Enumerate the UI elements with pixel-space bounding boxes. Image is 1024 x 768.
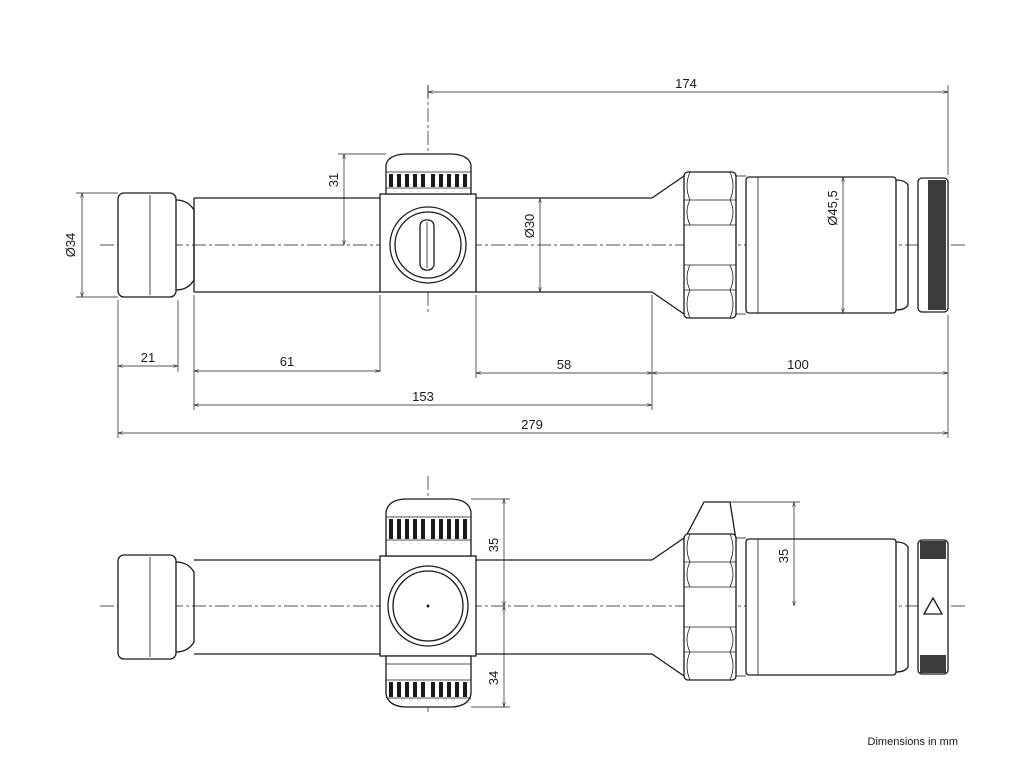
dim-100: 100 (652, 357, 948, 373)
dim-label-34-b: 34 (486, 671, 501, 685)
dim-35-top-turret: 35 (471, 498, 510, 606)
dim-58: 58 (476, 357, 652, 373)
dim-label-61: 61 (280, 354, 294, 369)
dim-174: 174 (427, 76, 949, 175)
main-tube (193, 197, 652, 293)
side-eyepiece (117, 554, 195, 660)
dim-153: 153 (194, 389, 652, 405)
dim-35-lever: 35 (730, 501, 800, 606)
eyepiece (117, 192, 195, 298)
dim-61: 61 (194, 354, 380, 371)
turret-saddle (379, 193, 477, 293)
side-turret-saddle (379, 555, 477, 657)
extension-lines (117, 295, 949, 438)
dim-34-bottom-turret: 34 (471, 606, 510, 708)
dim-label-dia-34: Ø34 (63, 233, 78, 258)
side-view: 35 34 35 (100, 476, 965, 712)
side-objective-bell (745, 538, 949, 676)
objective-bell (745, 176, 949, 314)
dim-label-279: 279 (521, 417, 543, 432)
side-magnification-ring (651, 501, 746, 681)
dim-label-dia-45-5: Ø45,5 (825, 190, 840, 225)
dim-dia-34: Ø34 (63, 192, 118, 298)
dim-21: 21 (118, 350, 178, 366)
dim-dia-30: Ø30 (522, 198, 540, 292)
objective-cap-knurl (928, 180, 946, 310)
side-windage-turret (385, 655, 472, 708)
dim-label-21: 21 (141, 350, 155, 365)
dim-279: 279 (118, 417, 948, 433)
triangle-mark-icon (922, 596, 944, 615)
dim-label-35-b: 35 (776, 549, 791, 563)
dim-label-dia-30: Ø30 (522, 214, 537, 239)
dim-label-58: 58 (557, 357, 571, 372)
dim-31: 31 (326, 153, 386, 245)
dim-label-153: 153 (412, 389, 434, 404)
elevation-turret (385, 153, 472, 195)
top-view: 174 31 Ø34 Ø30 Ø45,5 (63, 76, 965, 438)
dim-dia-45-5: Ø45,5 (825, 177, 843, 313)
side-elevation-turret (385, 498, 472, 557)
dim-label-174: 174 (675, 76, 697, 91)
units-note: Dimensions in mm (867, 736, 958, 748)
dim-label-31: 31 (326, 173, 341, 187)
dim-label-100: 100 (787, 357, 809, 372)
magnification-ring (651, 171, 746, 319)
dim-label-35-a: 35 (486, 538, 501, 552)
